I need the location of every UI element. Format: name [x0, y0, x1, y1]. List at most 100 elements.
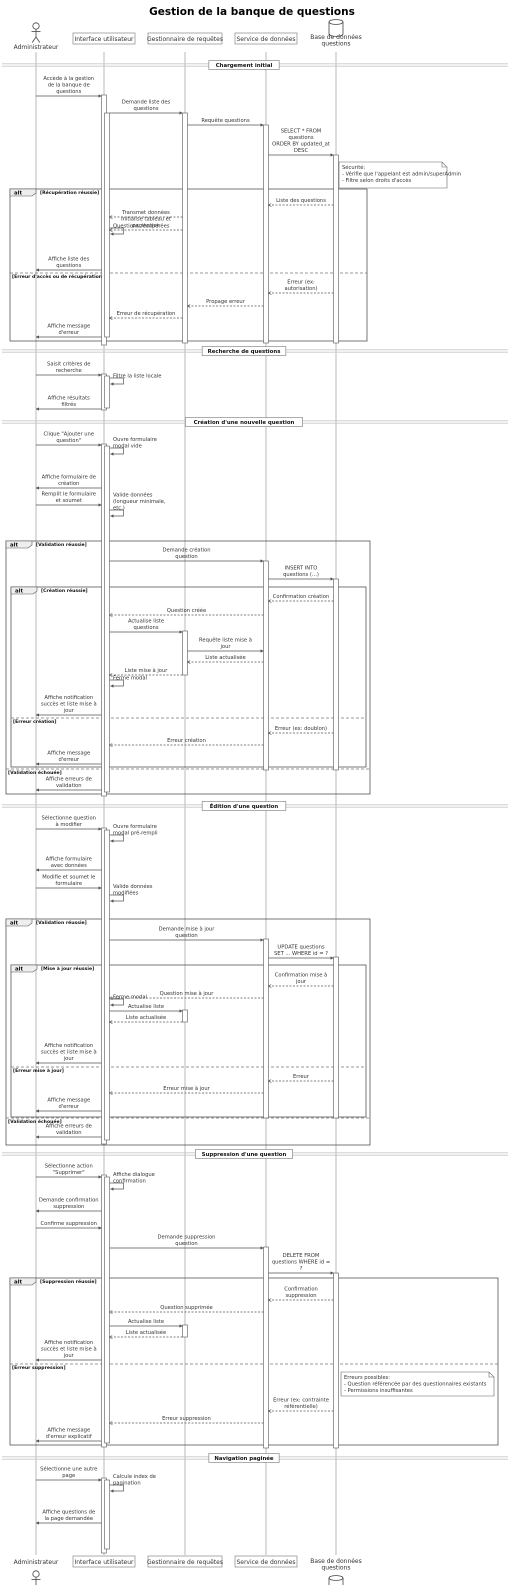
message: Erreur (ex: doublon) — [269, 726, 334, 733]
message-label: suppression — [285, 1293, 316, 1299]
participant-label: Administrateur — [14, 44, 59, 51]
frame-guard: [Création réussie] — [41, 587, 88, 594]
frame-keyword: alt — [14, 191, 22, 197]
message: Liste actualisée — [110, 1014, 183, 1022]
message: Erreur (ex:autorisation) — [269, 280, 334, 294]
message-label: pagination — [113, 1481, 141, 1487]
message-label: DESC — [294, 148, 309, 154]
message-label: Erreur (ex: — [287, 280, 315, 286]
message-label: question — [175, 933, 197, 939]
message-label: Ferme modal — [113, 995, 147, 1001]
message-label: DELETE FROM — [283, 1253, 320, 1259]
message: Ferme modal — [109, 995, 147, 1007]
message-label: Ouvre formulaire — [113, 824, 157, 830]
message-label: validation — [56, 1130, 82, 1136]
message-label: succès et liste mise à — [41, 1346, 97, 1353]
message-label: questions — [56, 263, 81, 269]
note-line: - Permissions insuffisantes — [344, 1388, 413, 1394]
message-label: Erreur création — [167, 737, 206, 744]
message: Sélectionne action"Supprimer" — [36, 1163, 102, 1179]
participant-label: Interface utilisateur — [74, 36, 134, 43]
alt-frame: alt[Récupération réussie][Erreur d'accès… — [9, 188, 368, 342]
participant-box — [72, 32, 136, 45]
activation-bar — [104, 445, 110, 793]
note: Sécurité:- Vérifie que l'appelant est ad… — [338, 161, 461, 189]
message-label: Affiche message — [47, 751, 90, 757]
diagram-title: Gestion de la banque de questions — [149, 6, 355, 18]
note-line: - Vérifie que l'appelant est admin/super… — [342, 171, 461, 178]
participant-box — [234, 32, 298, 45]
activation-bar — [182, 112, 188, 344]
message-label: UPDATE questions — [277, 945, 324, 951]
frame-guard: [Erreur création] — [13, 718, 57, 725]
frame-guard: [Récupération réussie] — [40, 189, 99, 196]
participant-ui-top: Interface utilisateur — [72, 32, 136, 45]
message-label: Affiche dialogue — [113, 1172, 155, 1178]
participant-label: Service de données — [236, 1559, 295, 1566]
note: Erreurs possibles:- Question référencée … — [340, 1371, 495, 1397]
alt-frame: alt[Création réussie][Erreur création] — [10, 586, 367, 768]
message-label: "Supprimer" — [53, 1170, 85, 1176]
activation-bar — [104, 375, 110, 409]
message-label: d'erreur — [58, 757, 79, 763]
message-label: Valide données — [113, 883, 153, 890]
message-label: INSERT INTO — [285, 566, 318, 572]
message-label: Liste des questions — [276, 198, 326, 204]
message-label: Affiche formulaire — [46, 857, 92, 863]
message: Question supprimée — [110, 1304, 264, 1312]
message-label: Ouvre formulaire — [113, 437, 157, 443]
message: Erreur mise à jour — [110, 1085, 264, 1093]
message-label: Affiche notification — [44, 1340, 93, 1346]
participant-label: Base de données — [310, 1558, 362, 1565]
message-label: Sélectionne action — [45, 1163, 93, 1170]
section-title: Chargement initial — [216, 63, 273, 69]
message: Questions récupérées — [109, 223, 170, 236]
message-label: Affiche message — [47, 1428, 90, 1434]
frame-guard: [Erreur suppression] — [12, 1365, 66, 1371]
section-divider: Création d'une nouvelle question — [2, 417, 508, 427]
message-label: (longueur minimale, — [113, 499, 166, 505]
activation-bar — [263, 938, 269, 1119]
message-label: Demande suppression — [158, 1235, 216, 1241]
message-label: questions — [56, 89, 81, 95]
message-label: Requête questions — [201, 117, 250, 124]
message: Ferme modal — [109, 676, 147, 688]
activation-bar — [104, 1176, 110, 1444]
message-label: référentielle) — [284, 1403, 318, 1410]
message-label: Actualise liste — [128, 1004, 164, 1010]
message-label: recherche — [56, 368, 82, 374]
message-label: Sélectionne question — [42, 815, 96, 822]
activation-bar — [333, 1272, 339, 1449]
message-label: ? — [300, 1266, 303, 1272]
activation-bar — [182, 1324, 188, 1338]
frame-guard: [Suppression réussie] — [40, 1278, 97, 1285]
message-label: jour — [295, 979, 307, 985]
participant-svc-bottom: Service de données — [234, 1555, 298, 1568]
message-label: Erreur mise à jour — [163, 1085, 210, 1092]
alt-frames: alt[Récupération réussie][Erreur d'accès… — [5, 188, 499, 1446]
activation-bar — [104, 112, 110, 338]
message-label: Initialise tableau et — [121, 217, 171, 223]
message-label: Liste actualisée — [126, 1329, 166, 1336]
message: Liste actualisée — [188, 654, 264, 662]
message: Liste des questions — [269, 198, 334, 205]
participant-box — [234, 1555, 298, 1568]
section-title: Édition d'une question — [210, 802, 279, 810]
